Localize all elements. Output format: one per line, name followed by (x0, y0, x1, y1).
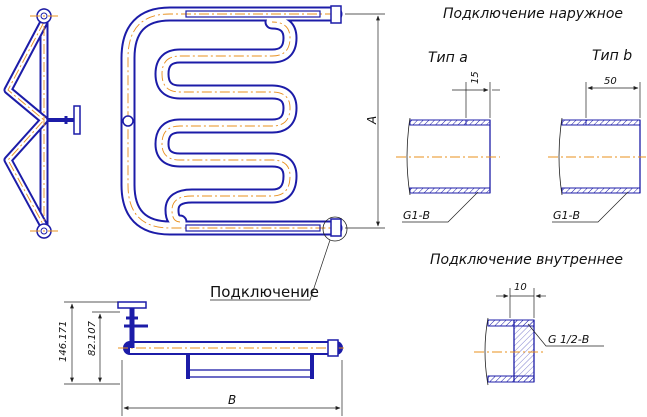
external-connection-title: Подключение наружное (443, 6, 623, 22)
dimension-a: А (345, 13, 385, 229)
type-b-break-line (558, 117, 563, 196)
dimension-146-label: 146.171 (58, 321, 69, 362)
side-view-wall-mount (48, 105, 81, 135)
front-view-top-bar (185, 10, 321, 18)
side-view-bottom-end-inner (40, 227, 48, 235)
bottom-view-wall-mount (117, 301, 148, 348)
front-view-top-end-cap (330, 5, 342, 24)
internal-leader (527, 323, 604, 347)
type-b-leader (552, 191, 629, 223)
type-a-label: Тип а (428, 50, 468, 66)
bottom-view (117, 301, 345, 379)
front-view-bottom-end-cap (330, 218, 342, 237)
type-a-dim-label: 15 (470, 71, 481, 84)
internal-break-line (484, 317, 489, 386)
front-view-bottom-bar (185, 224, 321, 232)
internal-connection-title: Подключение внутреннее (430, 252, 623, 268)
type-b-bottom-wall (561, 187, 641, 194)
connection-label: Подключение (210, 283, 319, 301)
side-view-zigzag-inner (5, 20, 47, 228)
bottom-view-dimensions: 146.171 82.107 В (58, 301, 343, 416)
dimension-82-label: 82.107 (87, 320, 98, 356)
type-b-top-wall (561, 119, 641, 126)
connection-leader-line (210, 239, 331, 301)
type-b-dim-label: 50 (604, 76, 617, 87)
dimension-b-label: В (228, 393, 236, 407)
bottom-view-lower-bar (187, 369, 313, 378)
type-a-top-wall (409, 119, 491, 126)
side-view (3, 8, 81, 240)
dimension-a-label: А (365, 116, 379, 125)
internal-dim-label: 10 (514, 282, 527, 293)
front-view-pipe-fill (122, 8, 341, 234)
type-b-label: Тип b (592, 48, 632, 64)
bottom-view-end-cap (327, 339, 339, 357)
type-b-thread-label: G1-В (553, 209, 580, 222)
front-view-center-mount (122, 115, 134, 127)
side-view-top-end-inner (40, 12, 48, 20)
type-a-thread-label: G1-В (403, 209, 430, 222)
side-view-axis-zigzag (7, 21, 45, 227)
type-a-break-line (406, 117, 411, 196)
internal-detail: 10 G 1/2-В (474, 282, 604, 386)
front-view-axis (127, 13, 335, 229)
type-b-detail: Тип b 50 G1-В (548, 48, 646, 223)
type-a-leader (402, 191, 479, 223)
connection-callout-circle (322, 216, 348, 242)
front-view: Подключение (120, 5, 348, 301)
type-a-detail: Тип а 15 G1-В (396, 50, 500, 223)
internal-thread-label: G 1/2-В (548, 333, 589, 346)
internal-threaded-plug (513, 319, 535, 383)
